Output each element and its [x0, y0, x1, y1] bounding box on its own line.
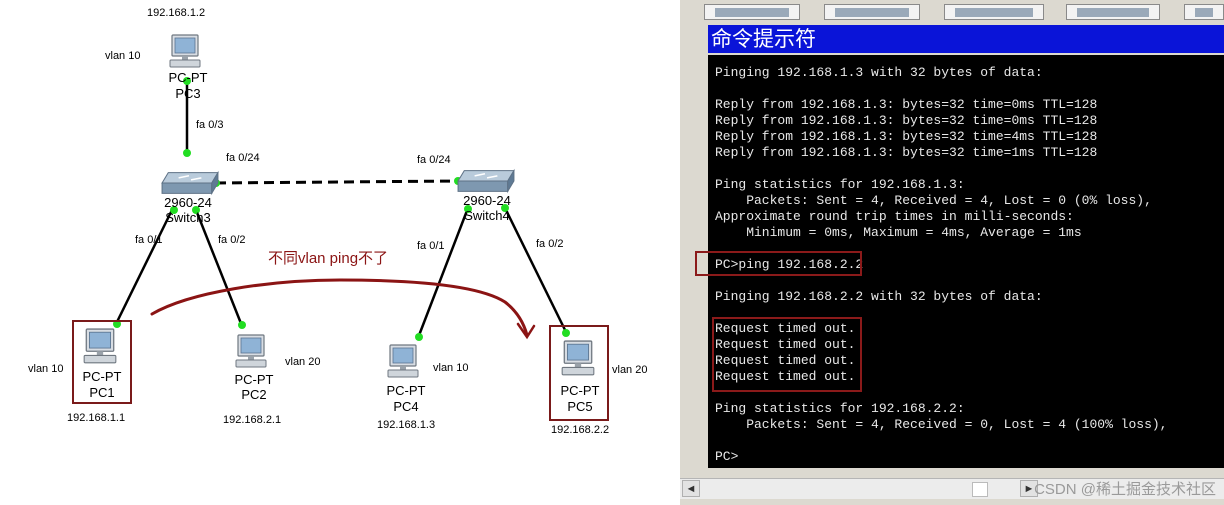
switch3-name-label: Switch3: [165, 210, 211, 225]
link-switch3-pc2: [194, 209, 244, 327]
pc2-name-label: PC2: [241, 387, 267, 402]
pc3-type-label: PC-PT: [168, 70, 208, 85]
pc2-ip-label: 192.168.2.1: [223, 414, 282, 426]
pc1-name-label: PC1: [89, 385, 115, 400]
pc3-ip-label: 192.168.1.2: [147, 7, 206, 19]
pc4-desktop-icon[interactable]: [387, 344, 419, 378]
window-title-bar: 命令提示符: [708, 25, 1224, 53]
annotation-arrow: [150, 278, 529, 337]
console-line: PC>: [715, 449, 739, 464]
console-line: Pinging 192.168.1.3 with 32 bytes of dat…: [715, 65, 1043, 80]
link-switch4-pc4: [416, 207, 470, 339]
pc1-ip-label: 192.168.1.1: [67, 412, 126, 424]
switch4-trunk-port-label: fa 0/24: [417, 154, 451, 166]
pc5-type-label: PC-PT: [560, 383, 600, 398]
pc5-name-label: PC5: [567, 399, 593, 414]
pc3-name-label: PC3: [175, 86, 201, 101]
annotation-arrowhead: [516, 322, 536, 340]
console-line: Approximate round trip times in milli-se…: [715, 209, 1074, 224]
console-line: Reply from 192.168.1.3: bytes=32 time=0m…: [715, 113, 1098, 128]
command-prompt-window: 命令提示符 Pinging 192.168.1.3 with 32 bytes …: [680, 0, 1224, 505]
switch4-name-label: Switch4: [464, 208, 510, 223]
horizontal-scrollbar[interactable]: ◄ ►: [680, 478, 1224, 499]
pc4-type-label: PC-PT: [386, 383, 426, 398]
console-line: Pinging 192.168.2.2 with 32 bytes of dat…: [715, 289, 1043, 304]
pc5-vlan-label: vlan 20: [612, 364, 648, 376]
tab-thumbnail-1[interactable]: [704, 4, 800, 20]
tab-thumbnail-4[interactable]: [1066, 4, 1160, 20]
tab-thumbnail-5[interactable]: [1184, 4, 1224, 20]
switch3-model-label: 2960-24: [164, 195, 212, 210]
switch3-port-pc1-label: fa 0/1: [135, 234, 163, 246]
console-line: Packets: Sent = 4, Received = 0, Lost = …: [715, 417, 1168, 432]
tab-thumbnail-2[interactable]: [824, 4, 920, 20]
console-line: Reply from 192.168.1.3: bytes=32 time=0m…: [715, 97, 1098, 112]
pc4-name-label: PC4: [393, 399, 419, 414]
pc1-type-label: PC-PT: [82, 369, 122, 384]
pc5-highlight-box: [549, 325, 609, 421]
trunk-link-switch3-switch4: [215, 179, 459, 185]
tab-thumbnail-3[interactable]: [944, 4, 1044, 20]
switch4-model-label: 2960-24: [463, 193, 511, 208]
pc4-vlan-label: vlan 10: [433, 362, 469, 374]
scroll-right-arrow-icon[interactable]: ►: [1020, 480, 1038, 497]
console-line: Minimum = 0ms, Maximum = 4ms, Average = …: [715, 225, 1082, 240]
ping-command-highlight: [695, 251, 862, 276]
link-switch3-pc1: [113, 209, 174, 327]
topology-links: [83, 34, 595, 378]
console-line: Ping statistics for 192.168.2.2:: [715, 401, 965, 416]
pc3-desktop-icon[interactable]: [169, 34, 201, 68]
pc2-desktop-icon[interactable]: [235, 334, 267, 368]
annotation-text: 不同vlan ping不了: [268, 250, 389, 267]
console-line: Request timed out.: [715, 369, 856, 384]
switch3-trunk-port-label: fa 0/24: [226, 152, 260, 164]
watermark: CSDN @稀土掘金技术社区: [1034, 481, 1216, 498]
console-line: Request timed out.: [715, 353, 856, 368]
console-line: Ping statistics for 192.168.1.3:: [715, 177, 965, 192]
pc5-ip-label: 192.168.2.2: [551, 424, 610, 436]
switch4-icon[interactable]: [457, 169, 515, 193]
pc1-vlan-label: vlan 10: [28, 363, 64, 375]
switch4-port-pc4-label: fa 0/1: [417, 240, 445, 252]
pc4-ip-label: 192.168.1.3: [377, 419, 436, 431]
pc3-port-label: fa 0/3: [196, 119, 224, 131]
console-line: Packets: Sent = 4, Received = 4, Lost = …: [715, 193, 1152, 208]
switch4-port-pc5-label: fa 0/2: [536, 238, 564, 250]
pc3-vlan-label: vlan 10: [105, 50, 141, 62]
pc1-highlight-box: [72, 320, 132, 404]
timeout-highlight: [712, 317, 862, 392]
link-switch4-pc5: [503, 207, 569, 335]
console-line: Reply from 192.168.1.3: bytes=32 time=1m…: [715, 145, 1098, 160]
topology-canvas: 192.168.1.2 vlan 10 PC-PT PC3 fa 0/3 fa …: [28, 7, 648, 436]
console-line: Request timed out.: [715, 337, 856, 352]
switch3-icon[interactable]: [161, 171, 219, 195]
pc2-vlan-label: vlan 20: [285, 356, 321, 368]
scrollbar-thumb[interactable]: [972, 482, 988, 497]
console-line: PC>ping 192.168.2.2: [715, 257, 864, 272]
pc2-type-label: PC-PT: [234, 372, 274, 387]
console-line: Request timed out.: [715, 321, 856, 336]
switch3-port-pc2-label: fa 0/2: [218, 234, 246, 246]
console-line: Reply from 192.168.1.3: bytes=32 time=4m…: [715, 129, 1098, 144]
scroll-left-arrow-icon[interactable]: ◄: [682, 480, 700, 497]
console-output[interactable]: Pinging 192.168.1.3 with 32 bytes of dat…: [695, 55, 1224, 468]
